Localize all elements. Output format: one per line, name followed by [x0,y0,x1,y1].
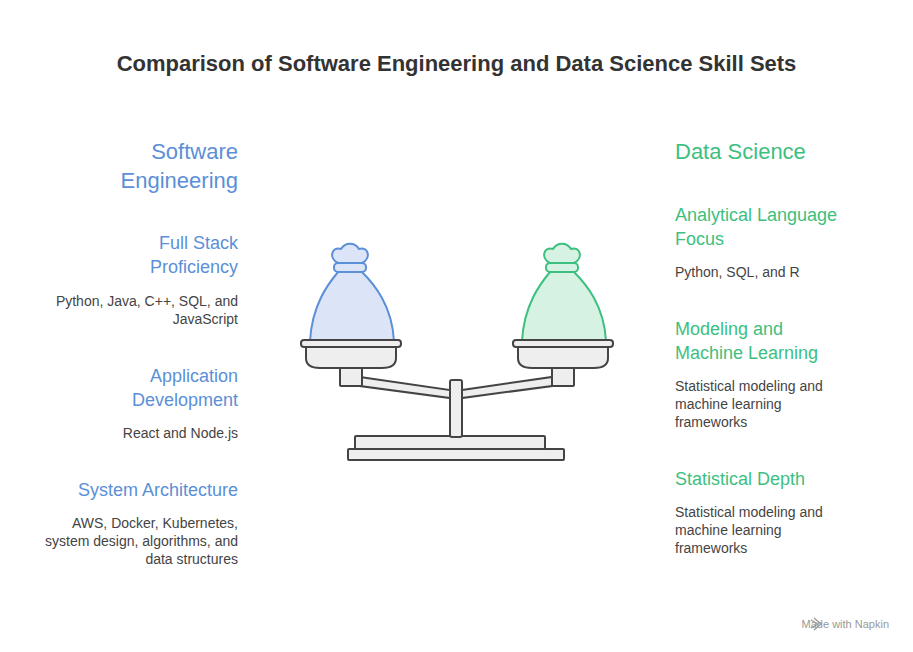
scale-base [348,380,564,460]
skill-detail: AWS, Docker, Kubernetes, system design, … [38,514,238,568]
skill-detail: Python, Java, C++, SQL, and JavaScript [38,292,238,328]
skill-detail: Statistical modeling and machine learnin… [675,377,855,431]
skill-heading: Application Development [88,364,238,412]
skill-heading: Statistical Depth [675,467,875,491]
column-heading: Data Science [675,137,875,166]
skill-heading: System Architecture [18,478,238,502]
scale-beam [340,366,574,398]
scale-pans [301,340,613,368]
skill-detail: Statistical modeling and machine learnin… [675,503,855,557]
skill-detail: Python, SQL, and R [675,263,875,281]
skill-heading: Full Stack Proficiency [88,231,238,279]
watermark: Made with Napkin [789,617,889,631]
left-bag [310,244,394,341]
right-bag [522,244,606,341]
column-heading: Software Engineering [98,137,238,195]
skill-detail: React and Node.js [38,424,238,442]
skill-heading: Analytical Language Focus [675,203,865,251]
diagram-title: Comparison of Software Engineering and D… [0,50,913,78]
skill-heading: Modeling and Machine Learning [675,317,847,365]
